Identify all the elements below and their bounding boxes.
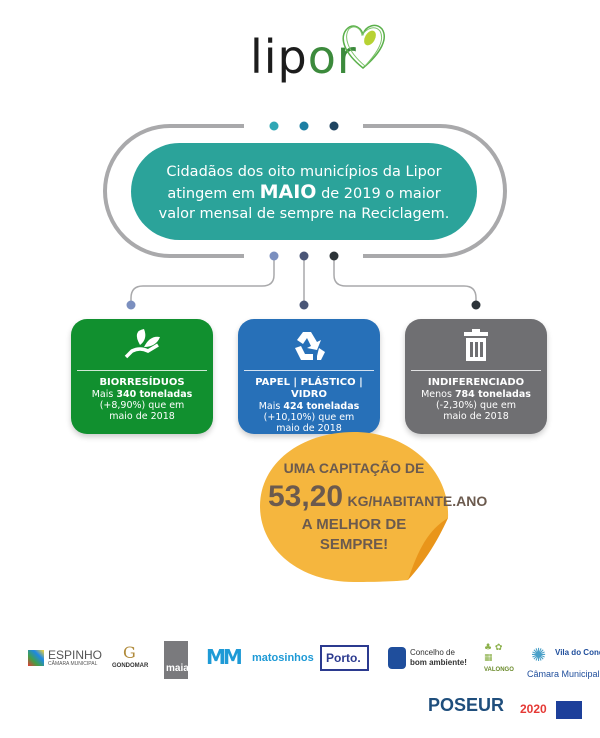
headline-line3: valor mensal de sempre na Reciclagem. [158,206,450,222]
headline-post: de 2019 o maior [316,186,441,202]
sticker-value-line: 53,20 KG/HABITANTE.ANO [268,480,487,514]
espinho-logo-icon [28,650,44,666]
card-ref: maio de 2018 [443,411,509,422]
eu-flag-icon [556,701,582,719]
card-ref: maio de 2018 [276,423,342,434]
partner-espinho-sub: CÂMARA MUNICIPAL [48,661,98,667]
card-change: (+8,90%) que em [99,400,185,411]
partner-vila-do-conde: Vila do Conde [555,648,600,657]
headline-line2: atingem em MAIO de 2019 o maior [131,182,477,204]
amount-value: 424 toneladas [283,401,360,412]
card-recycling: PAPEL | PLÁSTICO | VIDRO Mais 424 tonela… [238,319,380,434]
vila-do-conde-logo-icon: ✺ [531,645,547,666]
heart-leaf-icon [342,24,385,69]
logo-text-a: lip [250,30,308,84]
ambiente-logo-icon [388,647,406,669]
card-undifferentiated: INDIFERENCIADO Menos 784 toneladas (-2,3… [405,319,547,434]
card-amount: Mais 424 toneladas [238,401,380,412]
partner-matosinhos: matosinhos [252,652,314,664]
amount-value: 784 toneladas [454,389,531,400]
card-ref: maio de 2018 [109,411,175,422]
trash-icon [405,319,547,365]
maia-logo: maia [164,641,189,679]
amount-value: 340 toneladas [116,389,193,400]
partner-espinho: ESPINHO [48,648,103,662]
amount-prefix: Menos [421,389,455,400]
partner-vila-do-conde-sub: Câmara Municipal [527,669,600,679]
headline-banner: Cidadãos dos oito municípios da Lipor at… [131,143,477,240]
matosinhos-logo-icon: MM [206,645,243,669]
headline-month: MAIO [259,181,317,203]
headline-pre: atingem em [167,186,260,202]
card-change: (+10,10%) que em [263,412,355,423]
partner-gondomar: GONDOMAR [112,663,149,669]
connector-frame [103,121,507,310]
partner-poseur: POSEUR [428,695,505,715]
amount-prefix: Mais [258,401,284,412]
gondomar-logo-icon: G [123,643,136,662]
capita-value: 53,20 [268,480,344,513]
lipor-logo: lipor [250,30,357,84]
partner-logos: ESPINHO CÂMARA MUNICIPAL GONDOMAR G maia… [0,635,600,738]
sticker-shape [260,432,449,582]
recycle-icon [238,319,380,365]
hand-leaves-icon [71,319,213,365]
card-change: (-2,30%) que em [435,400,517,411]
sticker-line1: UMA CAPITAÇÃO DE [283,460,425,476]
card-amount: Mais 340 toneladas [71,389,213,400]
partner-porto: Porto. [326,651,361,665]
card-title: BIORRESÍDUOS [99,377,185,388]
card-biowaste: BIORRESÍDUOS Mais 340 toneladas (+8,90%)… [71,319,213,434]
amount-prefix: Mais [91,389,117,400]
sticker-line4: SEMPRE! [319,536,389,553]
partner-valongo: VALONGO [484,667,514,673]
valongo-logo-icon: ♣ ✿ ▦ [484,643,503,663]
headline-line1: Cidadãos dos oito municípios da Lipor [166,164,442,180]
card-title: PAPEL | PLÁSTICO | VIDRO [255,377,363,400]
capita-unit: KG/HABITANTE.ANO [347,493,488,509]
partner-portugal-2020: 2020 [520,702,547,716]
card-amount: Menos 784 toneladas [405,389,547,400]
card-title: INDIFERENCIADO [427,377,525,388]
per-capita-sticker: UMA CAPITAÇÃO DE 53,20 KG/HABITANTE.ANO … [258,430,487,582]
sticker-line3: A MELHOR DE [301,516,407,533]
partner-ambiente-1: Concelho de [410,648,455,657]
partner-maia: maia [166,663,189,674]
logo-text-b: or [307,30,357,84]
porto-logo: Porto. [320,645,369,671]
partner-ambiente-2: bom ambiente! [410,658,467,667]
